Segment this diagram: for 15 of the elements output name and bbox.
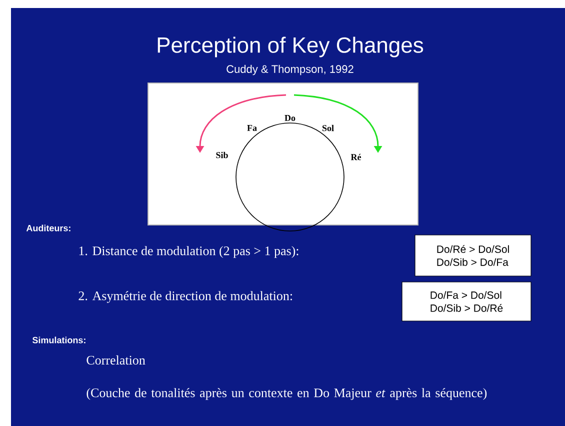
section-heading: Auditeurs: (26, 224, 70, 232)
slide-title: Perception of Key Changes (158, 36, 424, 58)
key-label: Fa (247, 125, 257, 131)
comparison-box: Do/Ré > Do/Sol Do/Sib > Do/Fa (414, 234, 532, 276)
key-label: Sol (322, 124, 334, 132)
body-text: (Couche de tonalités après un contexte en Do Majeur et après la séquence) (86, 388, 487, 400)
list-item: 1. Distance de modulation (2 pas > 1 pas): (79, 246, 298, 258)
key-label: Sib (216, 152, 228, 158)
key-label: Do (284, 115, 296, 121)
comparison-box: Do/Fa > Do/Sol Do/Sib > Do/Ré (402, 282, 532, 322)
subtitle: Cuddy & Thompson, 1992 (226, 64, 354, 76)
list-item: 2. Asymétrie de direction de modulation: (78, 291, 292, 303)
section-heading: Simulations: (32, 336, 86, 344)
body-text: Correlation (86, 355, 146, 365)
key-label: Ré (350, 154, 362, 160)
